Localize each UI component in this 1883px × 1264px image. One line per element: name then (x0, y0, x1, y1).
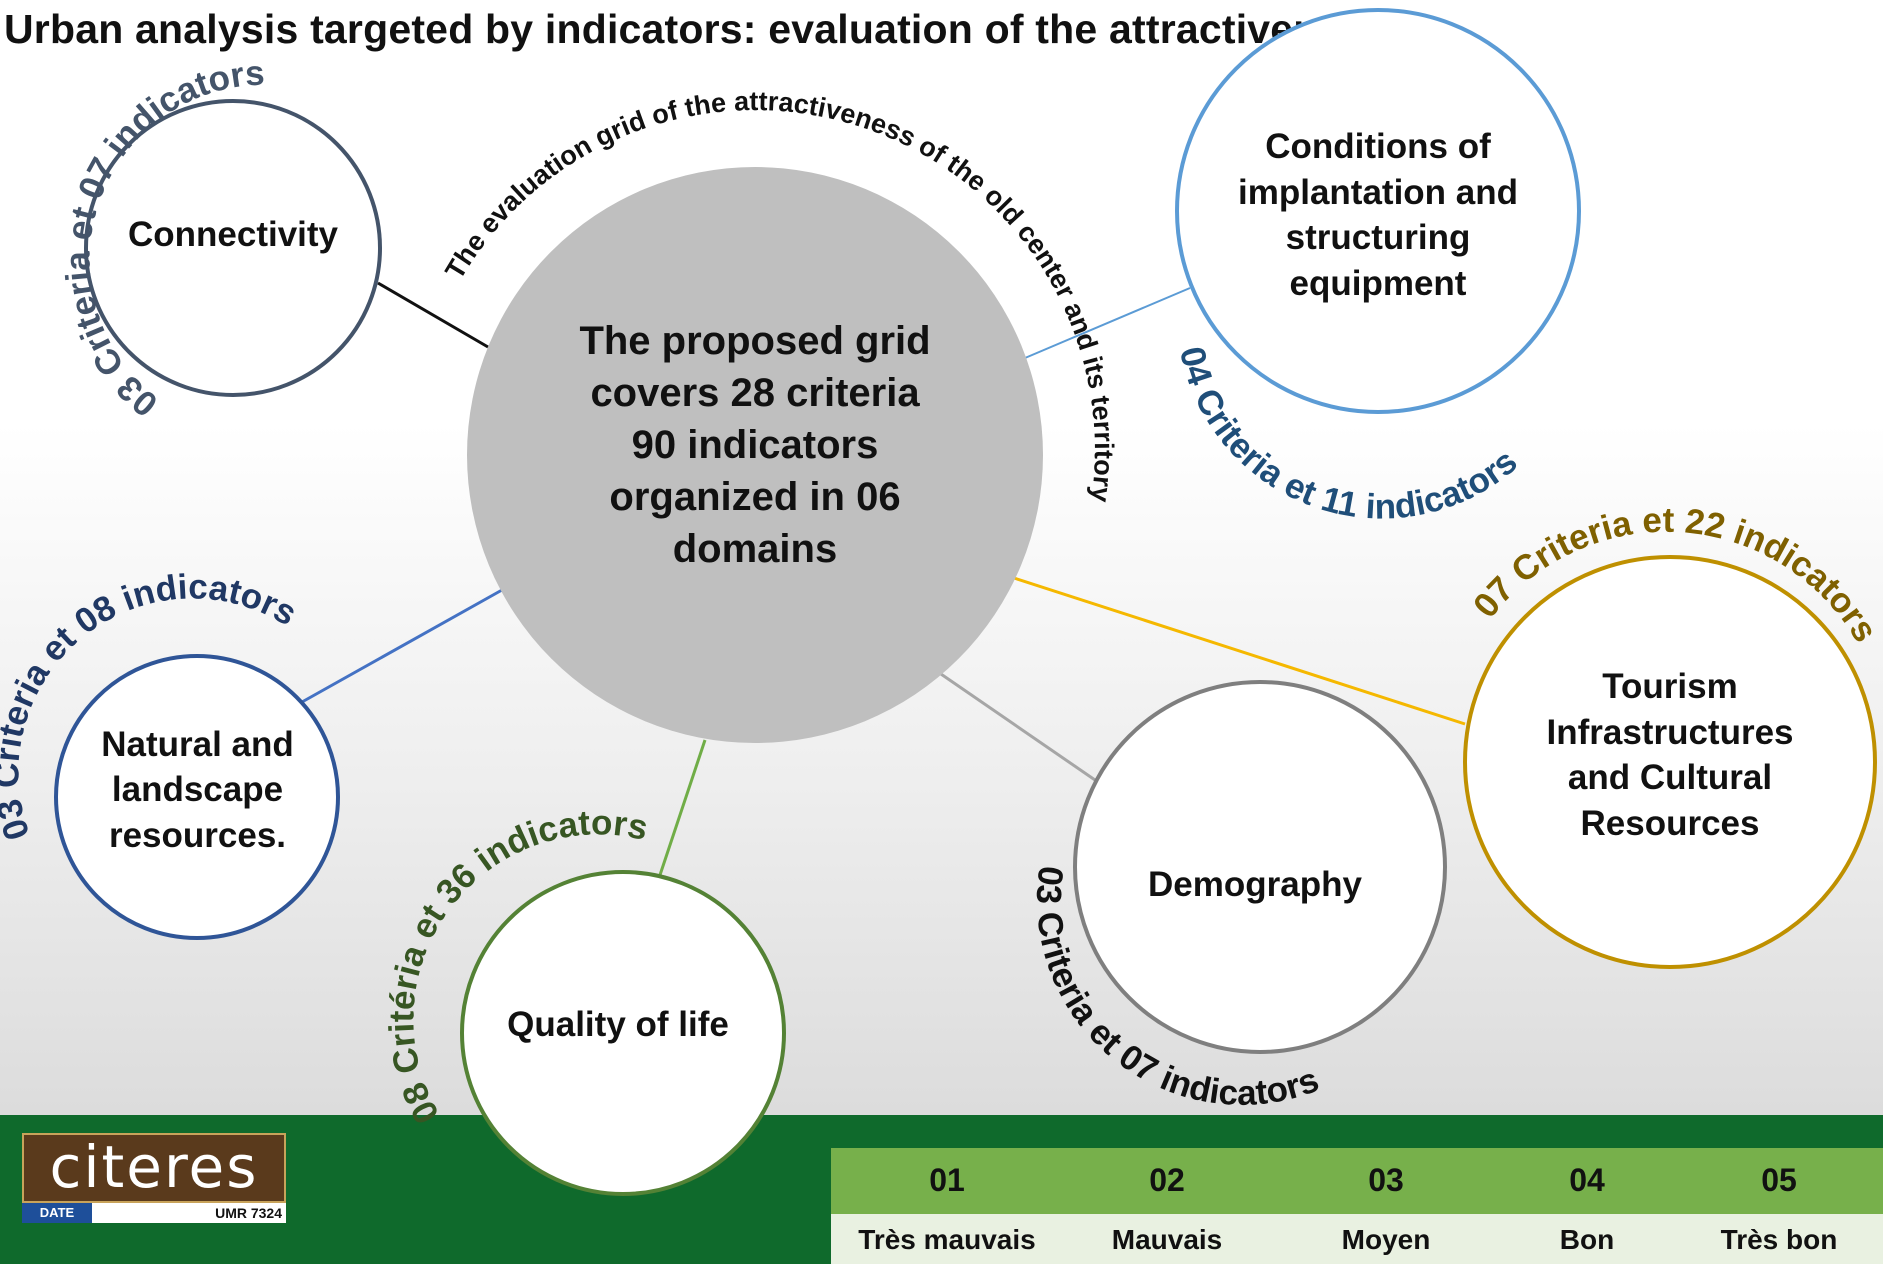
page-title: Urban analysis targeted by indicators: e… (4, 6, 1388, 52)
scale-label-3: Moyen (1341, 1224, 1431, 1255)
center-circle (467, 167, 1043, 743)
center-line-4: organized in 06 (609, 475, 901, 519)
label-tourism: Tourism Infrastructures and Cultural Res… (1546, 667, 1794, 843)
label-conditions: Conditions of implantation and structuri… (1238, 127, 1518, 303)
logo-wordmark: citeres (22, 1133, 286, 1203)
center-line-2: covers 28 criteria (590, 371, 920, 415)
scale-number-4: 04 (1569, 1162, 1605, 1198)
circle-conditions (1175, 8, 1581, 414)
logo-subbar: DATE UMR 7324 (22, 1203, 286, 1223)
label-quality: Quality of life (507, 1005, 729, 1045)
connector-demography (937, 670, 1096, 782)
rating-scale-body (831, 1214, 1883, 1264)
circle-connectivity (84, 99, 382, 397)
scale-number-5: 05 (1761, 1162, 1797, 1198)
label-demography: Demography (1148, 865, 1362, 905)
center-line-3: 90 indicators (631, 423, 879, 467)
scale-number-3: 03 (1368, 1162, 1404, 1198)
scale-label-2: Mauvais (1111, 1224, 1223, 1255)
center-text: The proposed grid covers 28 criteria 90 … (520, 295, 990, 595)
label-natural: Natural and landscape resources. (101, 724, 294, 855)
scale-label-4: Bon (1559, 1224, 1615, 1255)
scale-number-2: 02 (1149, 1162, 1185, 1198)
connector-natural (301, 588, 503, 704)
connector-tourism (1013, 576, 1466, 726)
scale-label-1: Très mauvais (858, 1224, 1036, 1255)
center-line-5: domains (672, 527, 838, 571)
circle-natural (54, 654, 340, 940)
logo-date: DATE (22, 1203, 92, 1223)
circle-quality (460, 870, 786, 1196)
connector-conditions (1024, 287, 1191, 359)
center-line-1: The proposed grid (579, 319, 931, 363)
logo-umr: UMR 7324 (92, 1203, 286, 1223)
label-connectivity: Connectivity (127, 215, 339, 255)
rating-scale-header (831, 1148, 1883, 1214)
scale-label-5: Très bon (1720, 1224, 1838, 1255)
circle-demography (1073, 680, 1447, 1054)
citeres-logo: citeres DATE UMR 7324 (22, 1133, 286, 1223)
connector-quality (653, 739, 707, 891)
rating-scale: 01 02 03 04 05 Très mauvais Mauvais Moye… (831, 1148, 1883, 1264)
circle-tourism (1463, 555, 1877, 969)
connector-connectivity (377, 281, 489, 349)
scale-number-1: 01 (929, 1162, 965, 1198)
